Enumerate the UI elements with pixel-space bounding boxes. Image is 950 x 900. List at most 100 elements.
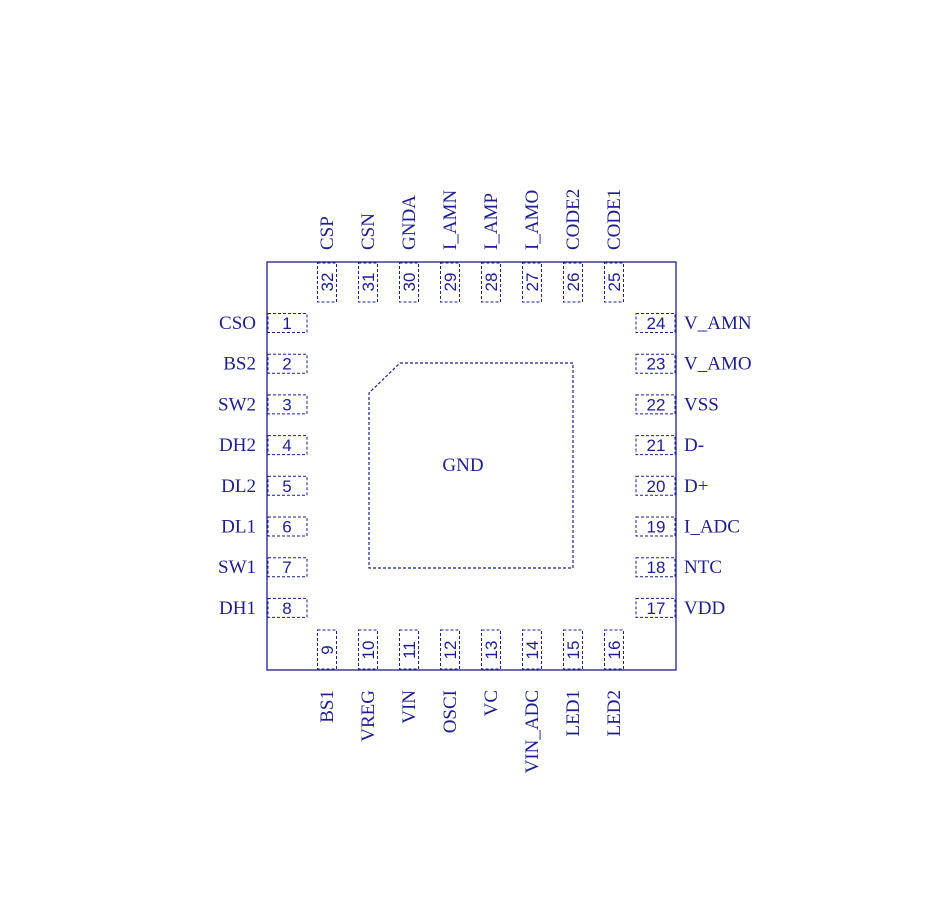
pin-name-v_amn: V_AMN — [684, 313, 752, 334]
pin-number-24: 24 — [647, 314, 666, 333]
pin-number-26: 26 — [564, 273, 583, 292]
pin-pad-16 — [604, 629, 624, 670]
pin-name-dh2: DH2 — [219, 435, 256, 456]
pin-pad-10 — [358, 629, 378, 670]
pin-number-19: 19 — [647, 518, 666, 537]
pin-name-i_amp: I_AMP — [481, 193, 502, 250]
pin-number-16: 16 — [605, 641, 624, 660]
pin-pad-30 — [399, 262, 419, 303]
pin-name-led2: LED2 — [604, 690, 625, 736]
pin-pad-7 — [267, 557, 308, 578]
pin-pad-24 — [635, 313, 676, 333]
pin-name-osci: OSCI — [440, 690, 461, 733]
pin-pad-29 — [440, 262, 460, 303]
pin-name-i_amo: I_AMO — [522, 190, 543, 250]
pin-number-9: 9 — [318, 645, 337, 654]
pin-pad-5 — [267, 475, 308, 496]
pin-number-20: 20 — [647, 477, 666, 496]
pin-name-cso: CSO — [219, 313, 256, 334]
pin-number-10: 10 — [359, 641, 378, 660]
pin-pad-3 — [267, 394, 308, 415]
pin-name-v_amo: V_AMO — [684, 354, 752, 375]
exposed-pad-label: GND — [442, 455, 483, 476]
pin-name-led1: LED1 — [563, 690, 584, 736]
pin-pad-31 — [358, 262, 378, 303]
pin-pad-17 — [635, 597, 676, 618]
pin-pad-27 — [522, 262, 542, 303]
pin-number-32: 32 — [318, 273, 337, 292]
pin-number-21: 21 — [647, 436, 666, 455]
exposed-pad — [368, 362, 574, 569]
pin-pad-18 — [635, 557, 676, 578]
pin-name-vin_adc: VIN_ADC — [522, 690, 543, 773]
pin-number-2: 2 — [282, 355, 291, 374]
pin-pad-20 — [635, 475, 676, 496]
pin-name-d-: D- — [684, 435, 704, 456]
pin-pad-23 — [635, 353, 676, 374]
pin-pad-11 — [399, 629, 419, 670]
pin-number-15: 15 — [564, 641, 583, 660]
pin-name-vin: VIN — [399, 690, 420, 724]
pin-name-d+: D+ — [684, 476, 708, 497]
pin-pad-8 — [267, 597, 308, 618]
pin-number-4: 4 — [282, 436, 291, 455]
pin-name-vreg: VREG — [358, 690, 379, 742]
pin-number-17: 17 — [647, 599, 666, 618]
pin-number-27: 27 — [523, 273, 542, 292]
pin-pad-32 — [317, 262, 337, 303]
pin-name-sw1: SW1 — [218, 557, 256, 578]
pin-name-csp: CSP — [317, 216, 338, 250]
pin-name-dl1: DL1 — [221, 517, 256, 538]
pin-name-dl2: DL2 — [221, 476, 256, 497]
pin-number-14: 14 — [523, 641, 542, 660]
pin-pad-21 — [635, 435, 676, 456]
pin-number-12: 12 — [441, 641, 460, 660]
pin-pad-19 — [635, 516, 676, 537]
pins-group: 1 CSO 2 BS2 3 SW2 4 DH2 5 DL2 6 DL1 7 SW1 8 DH1 17 VDD 18 N… — [218, 189, 752, 774]
pin-number-5: 5 — [282, 477, 291, 496]
pin-pad-25 — [604, 262, 624, 303]
pin-number-8: 8 — [282, 599, 291, 618]
pin-name-i_adc: I_ADC — [684, 517, 740, 538]
pin-pad-12 — [440, 629, 460, 670]
pin-name-vss: VSS — [684, 394, 719, 415]
pin-number-7: 7 — [282, 558, 291, 577]
pin-name-i_amn: I_AMN — [440, 190, 461, 250]
pin-number-6: 6 — [282, 518, 291, 537]
pin-number-29: 29 — [441, 273, 460, 292]
pin-number-3: 3 — [282, 395, 291, 414]
pin-pad-6 — [267, 516, 308, 537]
pin-name-csn: CSN — [358, 213, 379, 250]
pin-number-18: 18 — [647, 558, 666, 577]
pin-number-22: 22 — [647, 395, 666, 414]
pin-number-25: 25 — [605, 273, 624, 292]
pin-number-1: 1 — [282, 314, 291, 333]
pin-name-code2: CODE2 — [563, 189, 584, 250]
pin-number-11: 11 — [400, 641, 419, 659]
pin-name-ntc: NTC — [684, 557, 722, 578]
pin-name-vdd: VDD — [684, 598, 725, 619]
pin-pad-13 — [481, 629, 501, 670]
pin-name-gnda: GNDA — [399, 195, 420, 250]
pin-pad-2 — [267, 353, 308, 374]
package-body — [266, 261, 677, 671]
pin-name-code1: CODE1 — [604, 189, 625, 250]
pin-pad-15 — [563, 629, 583, 670]
pin-pad-4 — [267, 435, 308, 456]
pin-name-bs2: BS2 — [223, 354, 256, 375]
pin-number-30: 30 — [400, 273, 419, 292]
pin-name-vc: VC — [481, 690, 502, 716]
pin-number-31: 31 — [359, 273, 378, 292]
pin-pad-14 — [522, 629, 542, 670]
pin-pad-28 — [481, 262, 501, 303]
pin-pad-26 — [563, 262, 583, 303]
pin-number-23: 23 — [647, 355, 666, 374]
pin-number-28: 28 — [482, 273, 501, 292]
pin-pad-9 — [317, 629, 337, 670]
pin-pad-1 — [267, 313, 308, 333]
pin-number-13: 13 — [482, 641, 501, 660]
pin-name-dh1: DH1 — [219, 598, 256, 619]
pin-name-bs1: BS1 — [317, 690, 338, 723]
pin-name-sw2: SW2 — [218, 394, 256, 415]
